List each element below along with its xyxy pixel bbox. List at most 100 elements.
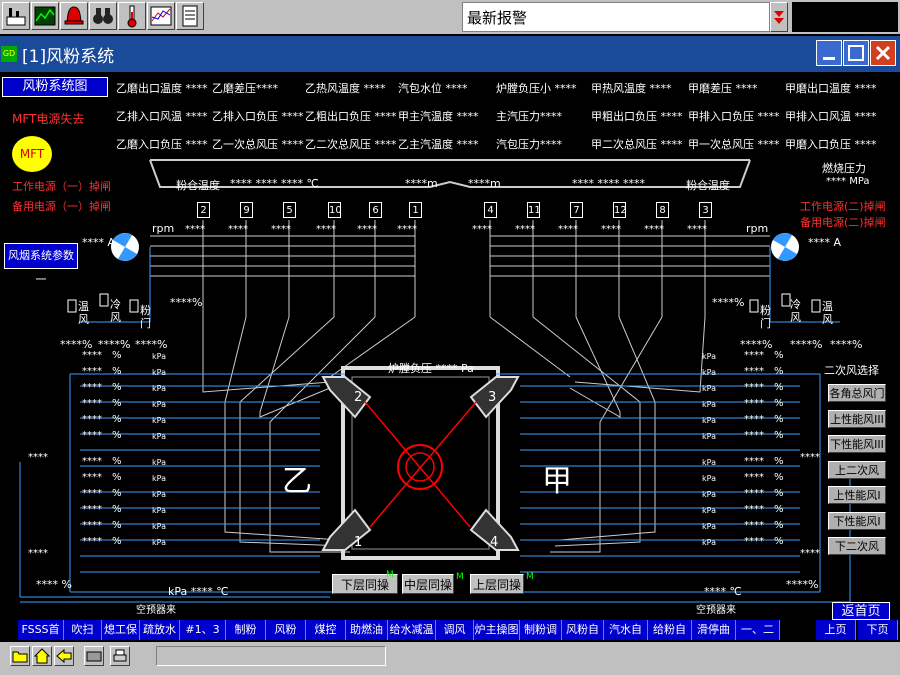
airflow-diagram-button[interactable]: 风粉系统图 (2, 77, 108, 97)
left-powder-gate-label: 粉门 (140, 304, 151, 330)
upper-sync-button[interactable]: 上层同操 (470, 574, 524, 594)
corner-2-label: 2 (354, 390, 363, 405)
nav-tab[interactable]: FSSS首页 (18, 620, 64, 656)
param-value: 主汽压力**** (496, 110, 562, 123)
nav-tab[interactable]: #1、3点火 (180, 620, 226, 656)
nav-tab[interactable]: 疏放水 (140, 620, 180, 640)
thermometer-icon[interactable] (118, 2, 146, 30)
latest-alarm-field[interactable]: 最新报警 (462, 2, 770, 32)
feeder-speed: **** (687, 224, 707, 235)
window-title: [1]风粉系统 (22, 47, 115, 67)
left-valve-pct-1: ****% (60, 338, 93, 351)
left-air-pct-unit: % (112, 398, 122, 409)
feeder-box[interactable]: 2 (197, 202, 210, 218)
nav-tab[interactable]: 风粉自动 (562, 620, 604, 656)
close-button[interactable] (870, 40, 896, 66)
feeder-box[interactable]: 3 (699, 202, 712, 218)
nav-tab[interactable]: 制粉调整 (520, 620, 562, 656)
next-page-button[interactable]: 下页 (858, 620, 898, 640)
feeder-box[interactable]: 11 (527, 202, 541, 218)
right-air-pct-unit: % (774, 398, 784, 409)
left-air-preheater-label: 空预器来 (136, 605, 176, 616)
right-air-kpa: kPa (702, 506, 716, 515)
right-air-pct: **** (744, 382, 764, 393)
nav-tab[interactable]: 吹扫 (64, 620, 102, 640)
nav-tab[interactable]: 助燃油 (346, 620, 388, 640)
middle-sync-button[interactable]: 中层同操 (402, 574, 454, 594)
folder-icon[interactable] (10, 646, 30, 666)
right-cold-air-label: 冷风 (790, 298, 801, 324)
feeder-box[interactable]: 10 (328, 202, 342, 218)
secondary-air-option[interactable]: 下性能风III (828, 435, 886, 453)
furnace-pressure: 炉膛负压 **** Pa (388, 362, 474, 375)
right-air-pct: **** (744, 504, 764, 515)
right-air-kpa: kPa (702, 522, 716, 531)
keyboard-icon[interactable] (84, 646, 104, 666)
left-air-pct-unit: % (112, 520, 122, 531)
prev-page-button[interactable]: 上页 (816, 620, 856, 640)
nav-tab[interactable]: 熄工保护 (102, 620, 140, 656)
nav-tab[interactable]: 汽水自动 (604, 620, 648, 656)
nav-tab[interactable]: 煤控 (306, 620, 346, 640)
right-air-kpa: kPa (702, 538, 716, 547)
right-powder-gate-label: 粉门 (760, 304, 771, 330)
mft-power-lost-label: MFT电源失去 (12, 112, 85, 126)
smoke-system-button[interactable]: 风烟系统参数一 (4, 243, 78, 286)
nav-tab[interactable]: 滑停曲线 (692, 620, 736, 656)
return-home-button[interactable]: 返首页 (832, 602, 890, 620)
feeder-speed: **** (644, 224, 664, 235)
secondary-air-option[interactable]: 上性能风III (828, 409, 886, 428)
right-bottom-temp: **** ℃ (704, 585, 742, 598)
left-air-kpa: kPa (152, 368, 166, 377)
secondary-air-option[interactable]: 下性能风I (828, 511, 886, 530)
left-fan-icon (111, 233, 139, 261)
secondary-air-option[interactable]: 上性能风I (828, 486, 886, 504)
feeder-box[interactable]: 7 (570, 202, 583, 218)
nav-tab[interactable]: 制粉 (226, 620, 266, 640)
left-air-kpa: kPa (152, 474, 166, 483)
right-air-pct-unit: % (774, 472, 784, 483)
back-arrow-icon[interactable] (54, 646, 74, 666)
nav-tab[interactable]: 给水减温水 (388, 620, 436, 656)
corner-1-label: 1 (354, 535, 363, 550)
feeder-box[interactable]: 4 (484, 202, 497, 218)
alarm-bell-icon[interactable] (60, 2, 88, 30)
trend-chart-icon[interactable] (31, 2, 59, 30)
param-value: 甲磨入口负压 **** (785, 138, 877, 151)
alarm-dropdown-button[interactable] (770, 2, 788, 32)
multi-trend-icon[interactable] (147, 2, 175, 30)
nav-tab[interactable]: 炉主操图 (474, 620, 520, 640)
nav-tab[interactable]: 风粉 (266, 620, 306, 640)
minimize-button[interactable] (816, 40, 842, 66)
feeder-box[interactable]: 1 (409, 202, 422, 218)
maximize-button[interactable] (843, 40, 869, 66)
nav-tab[interactable]: 调风 (436, 620, 474, 640)
status-field (156, 646, 386, 666)
right-warm-air-label: 温风 (822, 300, 833, 326)
feeder-box[interactable]: 6 (369, 202, 382, 218)
secondary-air-option[interactable]: 上二次风 (828, 460, 886, 479)
right-air-pct: **** (744, 350, 764, 361)
factory-icon[interactable] (2, 2, 30, 30)
feeder-box[interactable]: 5 (283, 202, 296, 218)
work-power-1-status: 工作电源（一）掉闸 (12, 180, 111, 193)
right-air-kpa: kPa (702, 368, 716, 377)
secondary-air-option[interactable]: 各角总风门 (828, 384, 886, 402)
right-air-pct: **** (744, 472, 764, 483)
home-icon[interactable] (32, 646, 52, 666)
nav-tab[interactable]: 给粉自动 (648, 620, 692, 656)
lower-sync-button[interactable]: 下层同操 (332, 574, 398, 594)
feeder-box[interactable]: 12 (613, 202, 627, 218)
bin-level-left: ****m (405, 177, 438, 190)
left-air-pct-unit: % (112, 536, 122, 547)
right-air-pct-unit: % (774, 536, 784, 547)
printer-icon[interactable] (110, 646, 130, 666)
binoculars-icon[interactable] (89, 2, 117, 30)
secondary-air-option[interactable]: 下二次风 (828, 537, 886, 555)
feeder-box[interactable]: 9 (240, 202, 253, 218)
nav-tab[interactable]: 一、二次风 (736, 620, 780, 656)
feeder-speed: **** (316, 224, 336, 235)
report-icon[interactable] (176, 2, 204, 30)
feeder-box[interactable]: 8 (656, 202, 669, 218)
left-air-kpa: kPa (152, 400, 166, 409)
